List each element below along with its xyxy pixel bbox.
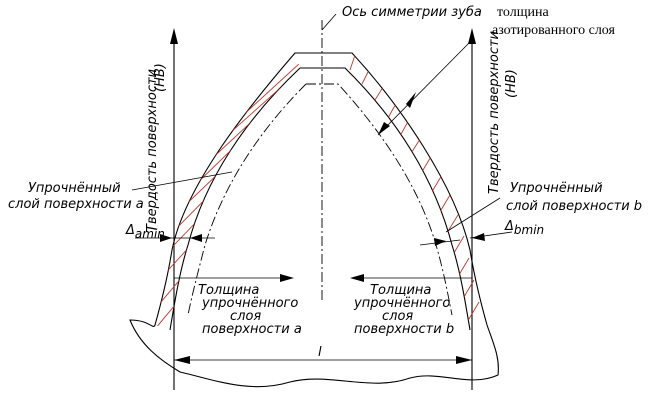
- symmetry-axis-label: Ось симметрии зуба: [342, 5, 482, 20]
- thickness-a-line4: поверхности а: [202, 322, 302, 337]
- hardness-right-unit: (HB): [504, 69, 519, 98]
- nitrided-layer-boundary: [187, 83, 453, 316]
- symmetry-axis-leader: [321, 13, 337, 31]
- delta-b-arrow: [434, 238, 446, 246]
- nitrided-label-line1: толщина: [497, 5, 550, 20]
- hardness-left-label: Твердость поверхности: [145, 69, 160, 232]
- tooth-outer-profile: [129, 52, 499, 388]
- hardness-axis-left-arrow: [170, 28, 178, 44]
- thickness-a-line2: упрочнённого: [201, 296, 298, 311]
- hardness-right-label: Твердость поверхности: [487, 31, 502, 194]
- nitrided-label-line2: азотированного слоя: [492, 23, 616, 38]
- layer-b-leader: [445, 197, 501, 233]
- hardened-layer-boundary: [169, 67, 471, 331]
- width-l-arrow-left: [174, 356, 190, 364]
- layer-b-label-line1: Упрочнённый: [510, 181, 603, 196]
- thickness-a-line1: Толщина: [198, 283, 259, 298]
- width-l-label: l: [318, 345, 322, 360]
- delta-b-label: Δbmin: [504, 219, 544, 237]
- layer-a-label-line1: Упрочнённый: [28, 181, 121, 196]
- delta-a-arrow: [160, 234, 172, 242]
- hardness-left-unit: (HB): [153, 63, 168, 92]
- thickness-b-arrow: [350, 274, 364, 282]
- thickness-a-arrow: [280, 274, 294, 282]
- nitrided-leader: [377, 41, 471, 136]
- layer-a-label-line2: слой поверхности а: [8, 197, 144, 212]
- delta-b-arrow-2: [472, 233, 485, 241]
- hardness-axis-right-arrow: [468, 28, 476, 44]
- thickness-b-line2: упрочнённого: [353, 296, 450, 311]
- delta-a-arrow-2: [190, 234, 202, 242]
- thickness-b-line3: слоя: [382, 309, 413, 324]
- thickness-a-line3: слоя: [230, 309, 261, 324]
- layer-b-label-line2: слой поверхности b: [506, 199, 642, 214]
- width-l-arrow-right: [456, 356, 472, 364]
- thickness-b-line1: Толщина: [370, 283, 431, 298]
- nitrided-leader-arrow: [406, 92, 416, 108]
- nitrided-leader-arrow-2: [378, 122, 390, 135]
- thickness-b-line4: поверхности b: [354, 322, 454, 337]
- delta-a-label: Δamin: [125, 223, 165, 241]
- layer-a-leader: [131, 171, 233, 191]
